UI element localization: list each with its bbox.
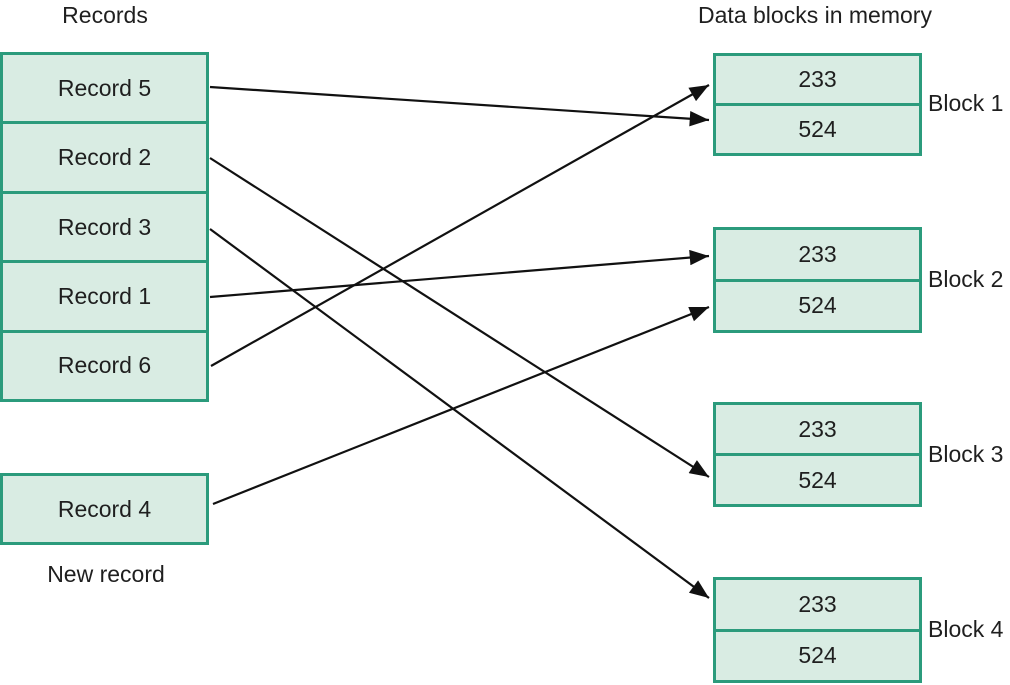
block-4: 233 524 [713,577,922,683]
block-2-cell-bottom: 524 [716,278,919,331]
arrow-record-6-to-block-1-233 [210,84,710,367]
new-record-box: Record 4 [0,473,209,545]
arrow-record-3-to-block-4-233 [209,228,710,599]
new-record-caption: New record [47,561,165,587]
arrow-record-4-to-block-2-524 [212,305,710,506]
record-row-5: Record 5 [57,74,152,101]
record-row-1: Record 1 [3,260,206,329]
block-1-label: Block 1 [928,90,1004,116]
record-row-2: Record 2 [3,121,206,190]
block-3-cell-top: 233 [798,415,837,442]
record-stack: Record 5 Record 2 Record 3 Record 1 Reco… [0,52,209,402]
block-2: 233 524 [713,227,922,333]
record-row-6: Record 6 [3,329,206,399]
record-row-3: Record 3 [3,190,206,260]
records-title: Records [62,2,148,28]
block-4-cell-bottom: 524 [716,628,919,681]
block-3-label: Block 3 [928,441,1004,467]
block-1-cell-top: 233 [798,66,837,92]
block-3-cell-bottom: 524 [716,453,919,504]
data-blocks-title: Data blocks in memory [698,2,932,28]
new-record-label: Record 4 [57,495,152,522]
block-4-label: Block 4 [928,616,1004,642]
arrow-record-2-to-block-3-524 [209,157,710,478]
block-1-cell-bottom: 524 [716,103,919,153]
arrow-record-1-to-block-2-233 [209,249,710,299]
arrow-record-5-to-block-1-524 [209,85,710,127]
block-4-cell-top: 233 [798,590,837,617]
block-2-cell-top: 233 [798,240,837,267]
block-1: 233 524 [713,53,922,156]
block-3: 233 524 [713,402,922,507]
block-2-label: Block 2 [928,266,1004,292]
